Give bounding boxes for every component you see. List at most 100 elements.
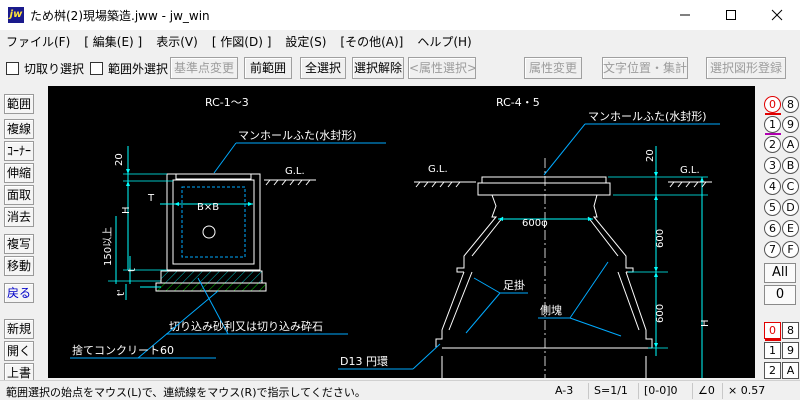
drawing-canvas[interactable]: RC-1～3 マンホールふた(水封形) G.L. B×B T <box>48 86 755 378</box>
layer-group-f-button[interactable]: F <box>782 241 799 258</box>
dim-t-bottom: t' <box>116 289 127 296</box>
layer-2-button[interactable]: 2 <box>764 362 781 379</box>
cut-select-checkbox[interactable]: 切取り選択 <box>6 60 84 77</box>
layer-group-e-button[interactable]: E <box>782 220 799 237</box>
gl-label-mid: G.L. <box>428 164 448 175</box>
zoom-factor[interactable]: × 0.57 <box>722 383 776 399</box>
layer-group-1-button[interactable]: 1 <box>764 116 781 133</box>
layer-a-button[interactable]: A <box>782 362 799 379</box>
cmd-open-button[interactable]: 開く <box>4 341 34 361</box>
leader-line <box>569 317 622 337</box>
dim-20-left: 20 <box>114 153 125 166</box>
side-block-left <box>456 194 498 273</box>
menu-draw[interactable]: [ 作図(D) ] <box>211 35 272 49</box>
active-layer-marker <box>765 339 781 341</box>
leader-line <box>473 277 501 294</box>
active-layer-marker <box>765 113 781 115</box>
checkbox-box[interactable] <box>6 62 19 75</box>
menu-settings[interactable]: 設定(S) <box>285 35 327 49</box>
close-button[interactable] <box>754 0 800 30</box>
command-panel: 範囲 複線 ｺｰﾅｰ 伸縮 面取 消去 複写 移動 戻る 新規 開く 上書 <box>0 86 36 383</box>
deselect-button[interactable]: 選択解除 <box>352 57 404 79</box>
layer-group-c-button[interactable]: C <box>782 178 799 195</box>
manhole-cover <box>481 176 607 184</box>
minimize-icon <box>680 14 690 16</box>
cad-drawing: RC-1～3 マンホールふた(水封形) G.L. B×B T <box>70 96 720 378</box>
right-title: RC-4・5 <box>496 96 540 109</box>
leader-line <box>569 261 609 319</box>
previous-range-button[interactable]: 前範囲 <box>244 57 292 79</box>
concrete-base <box>155 282 267 292</box>
layer-group-8-button[interactable]: 8 <box>782 96 799 113</box>
cut-select-label: 切取り選択 <box>24 62 85 76</box>
menu-help[interactable]: ヘルプ(H) <box>417 35 472 49</box>
cmd-new-button[interactable]: 新規 <box>4 319 34 339</box>
cmd-erase-button[interactable]: 消去 <box>4 207 34 227</box>
window-title: ため桝(2)現場築造.jww - jw_win <box>30 9 210 23</box>
maximize-button[interactable] <box>708 0 754 30</box>
angle-field[interactable]: ∠0 <box>692 383 722 399</box>
cmd-extend-button[interactable]: 伸縮 <box>4 163 34 183</box>
cmd-copy-button[interactable]: 複写 <box>4 234 34 254</box>
layer-9-button[interactable]: 9 <box>782 342 799 359</box>
dim-600-a: 600 <box>655 229 666 248</box>
cmd-undo-button[interactable]: 戻る <box>4 283 34 303</box>
app-logo-icon: jw <box>8 7 24 23</box>
menu-other[interactable]: [その他(A)] <box>340 35 404 49</box>
leader-line <box>197 277 229 335</box>
dim-600-phi: 600φ <box>522 218 548 229</box>
outside-select-checkbox[interactable]: 範囲外選択 <box>90 60 168 77</box>
layer-group-2-button[interactable]: 2 <box>764 136 781 153</box>
layer-field[interactable]: [0-0]0 <box>638 383 688 399</box>
layer-group-a-button[interactable]: A <box>782 136 799 153</box>
layer-1-button[interactable]: 1 <box>764 342 781 359</box>
text-position-summary-button[interactable]: 文字位置・集計 <box>602 57 688 79</box>
dim-20-right: 20 <box>645 149 656 162</box>
step-label: 足掛 <box>503 278 525 292</box>
inner-box <box>181 186 246 258</box>
layer-group-7-button[interactable]: 7 <box>764 241 781 258</box>
base-point-change-button[interactable]: 基準点変更 <box>170 57 238 79</box>
attribute-change-button[interactable]: 属性変更 <box>524 57 582 79</box>
layer-group-5-button[interactable]: 5 <box>764 199 781 216</box>
cmd-parallel-line-button[interactable]: 複線 <box>4 119 34 139</box>
leader-line <box>465 292 501 334</box>
paper-size[interactable]: A-3 <box>555 384 574 397</box>
layer-all-button[interactable]: All <box>764 263 796 283</box>
register-selected-shape-button[interactable]: 選択図形登録 <box>706 57 786 79</box>
status-bar: 範囲選択の始点をマウス(L)で、連続線をマウス(R)で指示してください。 A-3… <box>0 380 800 400</box>
dim-t-small: t <box>127 268 138 272</box>
layer-group-0-button[interactable]: 0 <box>764 96 781 113</box>
scale-field[interactable]: S=1/1 <box>588 383 632 399</box>
cmd-corner-button[interactable]: ｺｰﾅｰ <box>4 141 34 161</box>
layer-group-6-button[interactable]: 6 <box>764 220 781 237</box>
status-message: 範囲選択の始点をマウス(L)で、連続線をマウス(R)で指示してください。 <box>6 386 366 399</box>
checkbox-box[interactable] <box>90 62 103 75</box>
menu-edit[interactable]: [ 編集(E) ] <box>84 35 143 49</box>
layer-group-3-button[interactable]: 3 <box>764 157 781 174</box>
layer-marker <box>765 133 781 135</box>
menu-file[interactable]: ファイル(F) <box>6 35 71 49</box>
layer-0-button[interactable]: 0 <box>764 322 781 339</box>
side-block-label: 側塊 <box>540 304 562 317</box>
dim-t-top: T <box>147 193 155 204</box>
side-block-right <box>592 194 634 273</box>
attribute-select-button[interactable]: <属性選択> <box>408 57 477 79</box>
cmd-move-button[interactable]: 移動 <box>4 256 34 276</box>
layer-zero-button[interactable]: 0 <box>764 285 796 305</box>
cmd-range-button[interactable]: 範囲 <box>4 94 34 114</box>
layer-8-button[interactable]: 8 <box>782 322 799 339</box>
menu-view[interactable]: 表示(V) <box>156 35 198 49</box>
layer-group-d-button[interactable]: D <box>782 199 799 216</box>
select-all-button[interactable]: 全選択 <box>300 57 346 79</box>
layer-group-4-button[interactable]: 4 <box>764 178 781 195</box>
dim-b: B×B <box>197 202 219 213</box>
gravel-label: 切り込み砂利又は切り込み砕石 <box>169 319 323 333</box>
minimize-button[interactable] <box>662 0 708 30</box>
layer-group-b-button[interactable]: B <box>782 157 799 174</box>
cmd-chamfer-button[interactable]: 面取 <box>4 185 34 205</box>
leader-line <box>543 123 586 176</box>
layer-group-9-button[interactable]: 9 <box>782 116 799 133</box>
dim-150: 150以上 <box>102 227 114 266</box>
